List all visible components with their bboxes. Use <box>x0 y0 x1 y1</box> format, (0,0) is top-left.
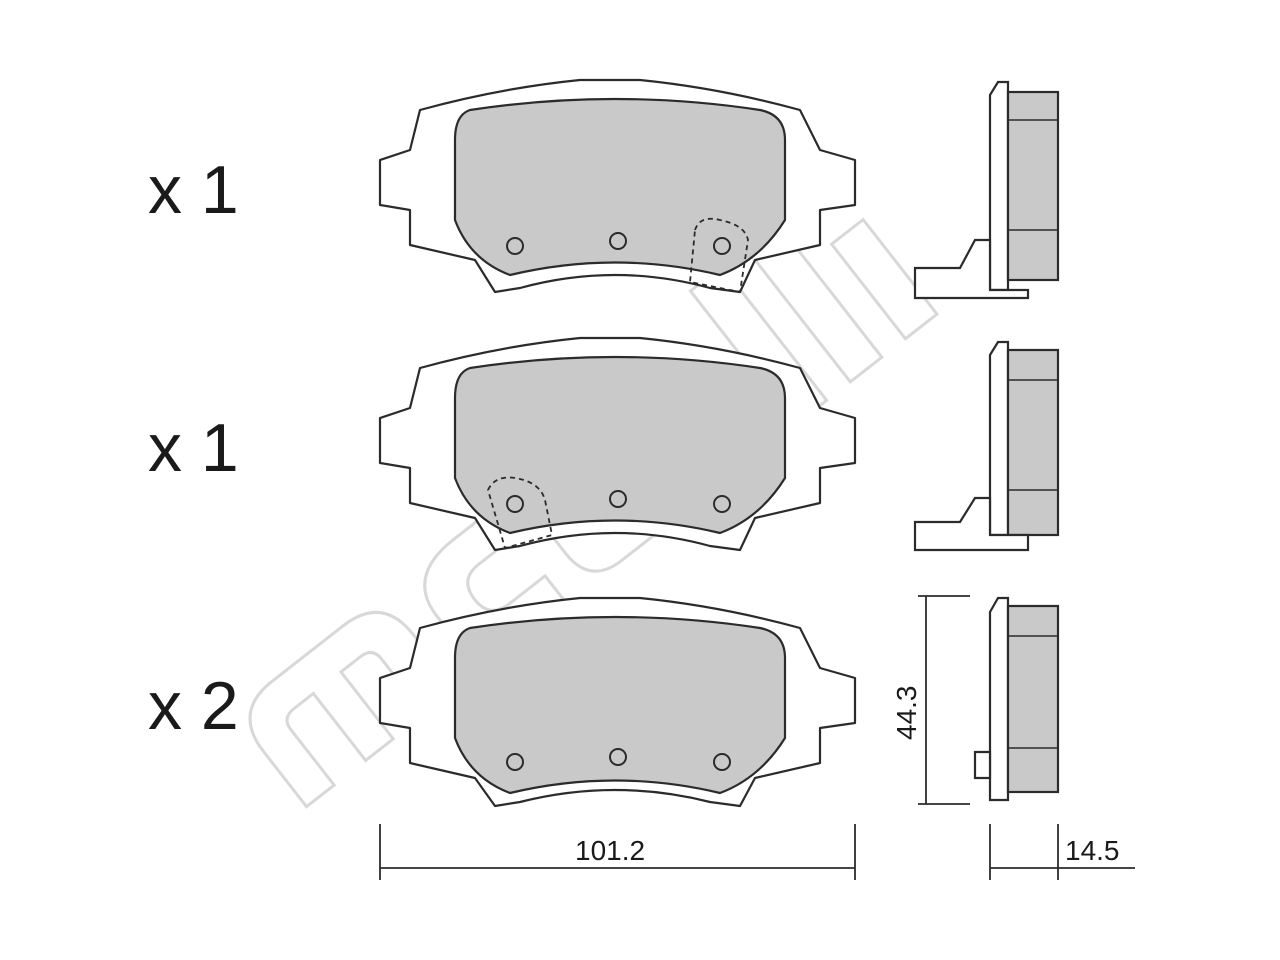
wear-sensor-outline <box>487 476 554 550</box>
quantity-label-pad-2: x 1 <box>148 410 239 486</box>
dimension-height: 44.3 <box>891 595 970 805</box>
wear-indicator-hole <box>609 490 627 508</box>
wear-indicator-hole <box>609 748 627 766</box>
brake-pad-1-side-view <box>913 80 1060 300</box>
dimension-height-label: 44.3 <box>891 686 922 741</box>
brake-pad-2-side-view <box>913 340 1060 552</box>
wear-indicator-hole <box>506 753 524 771</box>
wear-indicator-hole <box>506 237 524 255</box>
wear-indicator-hole <box>713 753 731 771</box>
dimension-width-label: 101.2 <box>575 835 645 866</box>
friction-lining <box>453 355 787 535</box>
brake-pad-3-front-view <box>378 596 857 808</box>
quantity-label-pad-1: x 1 <box>148 152 239 228</box>
dimension-thickness-label: 14.5 <box>1065 835 1120 866</box>
dimension-width: 101.2 <box>379 824 856 880</box>
wear-indicator-hole <box>506 495 524 513</box>
brake-pad-3-side-view <box>973 596 1060 802</box>
wear-indicator-hole <box>713 237 731 255</box>
dimension-thickness: 14.5 <box>989 824 1135 880</box>
wear-indicator-hole <box>609 232 627 250</box>
friction-lining <box>453 97 787 277</box>
wear-indicator-hole <box>713 495 731 513</box>
friction-lining <box>453 615 787 795</box>
brake-pad-1-front-view <box>378 78 857 294</box>
quantity-label-pad-3: x 2 <box>148 668 239 744</box>
wear-sensor-outline <box>689 217 749 294</box>
brake-pad-2-front-view <box>378 336 857 552</box>
